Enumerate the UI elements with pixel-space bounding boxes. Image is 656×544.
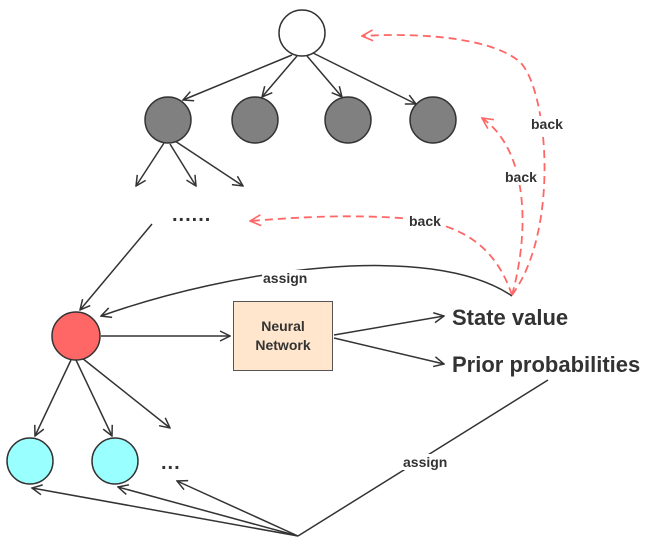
expanded-node-1 xyxy=(144,96,192,144)
edge-root-to-node-4 xyxy=(312,52,416,104)
tree-ellipsis: ...... xyxy=(172,204,212,226)
edge-expand-mid xyxy=(169,143,196,186)
edge-assign-prior-child-3 xyxy=(177,481,299,537)
tree-edges xyxy=(32,52,549,537)
edge-assign-prior-child-1 xyxy=(32,488,299,537)
new-child-node-1 xyxy=(6,437,54,485)
backup-edge-to-level-1 xyxy=(482,118,524,296)
assign-label-value: assign xyxy=(262,270,309,286)
back-label-low: back xyxy=(408,213,442,229)
children-ellipsis: ... xyxy=(161,452,181,474)
edge-expand-right xyxy=(174,140,243,186)
expanded-node-3 xyxy=(324,96,372,144)
edge-assign-value xyxy=(101,264,513,316)
backup-edge-to-ellipsis xyxy=(250,216,513,296)
new-child-node-2 xyxy=(91,437,139,485)
assign-label-prior: assign xyxy=(402,454,449,470)
expanded-node-4 xyxy=(409,96,457,144)
prior-probabilities-label: Prior probabilities xyxy=(452,352,641,377)
edge-expand-left xyxy=(136,142,165,186)
state-value-label: State value xyxy=(452,305,569,330)
backup-edge-to-root xyxy=(362,35,546,296)
neural-network-label-line-1: Neural xyxy=(261,318,305,334)
edge-root-to-node-3 xyxy=(306,55,342,97)
tree-nodes xyxy=(6,9,457,485)
neural-network-label-line-2: Network xyxy=(255,337,311,353)
backup-edges xyxy=(250,35,546,296)
edge-root-to-node-2 xyxy=(262,55,298,97)
edge-assign-prior-child-2 xyxy=(118,487,299,537)
root-node xyxy=(278,9,326,57)
edge-root-to-node-1 xyxy=(183,54,293,100)
edge-to-selected-node xyxy=(80,223,153,310)
edge-expand-child-2 xyxy=(75,359,112,436)
edge-network-to-prior xyxy=(333,337,444,364)
edge-expand-child-1 xyxy=(35,359,72,436)
expanded-node-2 xyxy=(231,96,279,144)
edge-expand-child-3 xyxy=(81,357,170,428)
neural-network-box: Neural Network xyxy=(233,301,333,371)
selected-leaf-node xyxy=(51,311,101,361)
edge-network-to-value xyxy=(333,316,444,336)
back-label-mid: back xyxy=(504,169,538,185)
back-label-top: back xyxy=(530,116,564,132)
